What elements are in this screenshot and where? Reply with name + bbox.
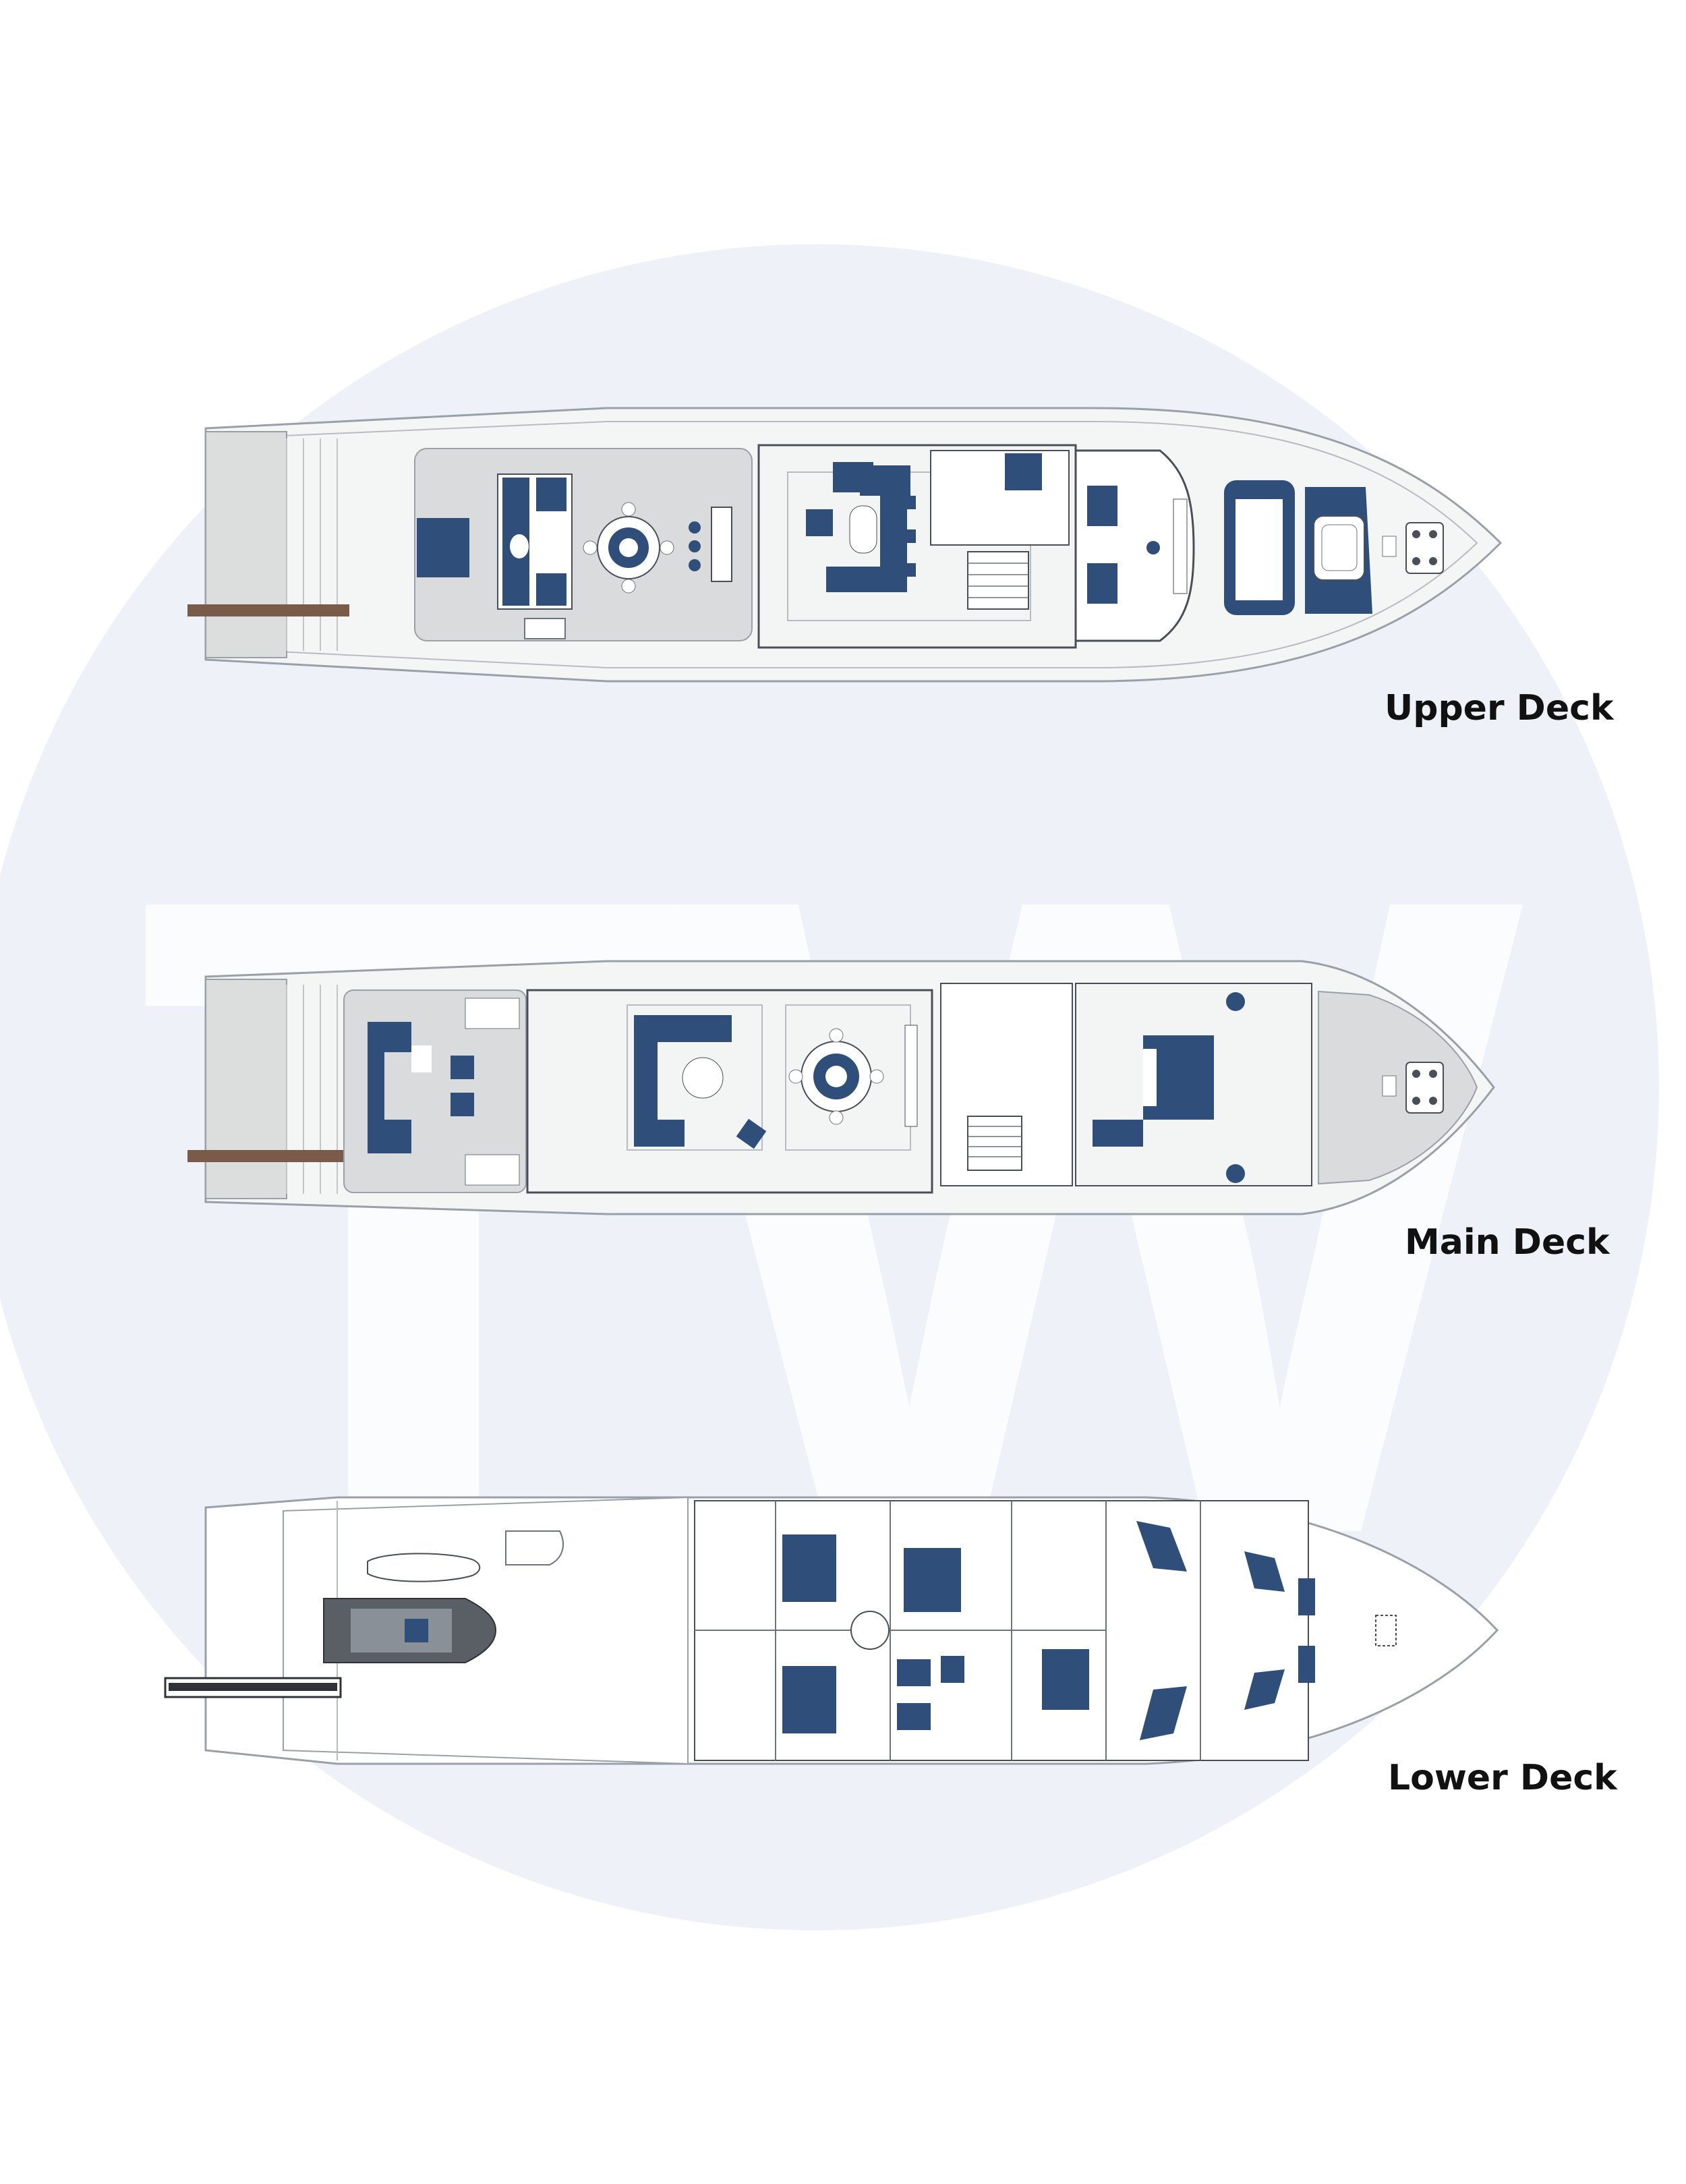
main-deck-armchair: [736, 1118, 767, 1149]
upper-deck-jacuzzi: [1313, 515, 1365, 581]
upper-deck-helm-console: [1173, 498, 1188, 594]
main-deck-stair-port: [465, 998, 520, 1029]
upper-deck-dining-table: [583, 502, 674, 594]
lower-deck-tender-seat: [405, 1619, 428, 1642]
lower-deck-cabin-4-beds: [897, 1656, 964, 1730]
main-deck-windlass: [1405, 1062, 1444, 1114]
upper-deck-stairwell: [967, 551, 1029, 610]
lower-deck-crew-bunks: [1136, 1521, 1315, 1740]
main-deck-windlass-drums: [1412, 1070, 1437, 1105]
upper-deck-helm-chair: [1146, 541, 1160, 554]
upper-deck-gangway: [187, 604, 349, 616]
lower-deck-jetski: [367, 1553, 481, 1582]
main-deck-dining-table: [788, 1028, 884, 1125]
upper-deck-label: Upper Deck: [1385, 688, 1614, 728]
upper-deck-stools: [689, 521, 701, 571]
lower-deck-cabin-2-bed: [782, 1666, 836, 1733]
upper-deck-stairwell-treads: [968, 563, 1028, 598]
upper-deck-bar: [711, 507, 732, 582]
upper-deck-galley: [930, 450, 1070, 546]
main-deck-coffee-table: [682, 1057, 724, 1099]
main-deck-aft-sofa: [368, 1022, 411, 1153]
lower-deck-bulkheads: [695, 1501, 1201, 1760]
upper-deck-aft-sofa: [497, 473, 573, 610]
main-deck-saloon-rug: [627, 1004, 763, 1151]
main-deck-hatch: [1382, 1075, 1397, 1097]
upper-deck-helm-seat-stbd: [1087, 563, 1117, 604]
main-deck-owner-sofa: [1093, 1120, 1143, 1147]
main-deck-saloon-sofa: [634, 1015, 732, 1147]
lower-deck-lobby: [850, 1611, 890, 1650]
lower-deck-plan: [164, 1496, 1499, 1765]
main-deck-stair-stbd: [465, 1154, 520, 1186]
main-deck-stairwell: [967, 1116, 1022, 1171]
main-deck-owner-pillows: [1143, 1049, 1157, 1106]
upper-deck-galley-seat: [1005, 453, 1042, 490]
lower-deck-forward-hatch: [1375, 1615, 1397, 1646]
main-deck-aft-chair-2: [450, 1093, 474, 1116]
lower-deck-crew-mess-sofa: [1042, 1649, 1089, 1710]
lower-deck-platform-rail: [169, 1683, 337, 1691]
upper-deck-lounge-sofa: [806, 462, 910, 592]
lower-deck-tender-cockpit: [351, 1609, 452, 1653]
main-deck-foredeck: [1318, 990, 1478, 1185]
upper-deck-lounge-chairs: [904, 496, 916, 577]
upper-deck-fore-table: [1236, 499, 1283, 600]
upper-deck-windlass-drums: [1412, 530, 1437, 565]
upper-deck-coffee-table: [849, 505, 877, 554]
main-deck-sideboard: [904, 1025, 918, 1127]
upper-deck-plan: [187, 407, 1503, 683]
upper-deck-jacuzzi-inner: [1321, 524, 1358, 571]
main-deck-gangway: [187, 1150, 349, 1162]
upper-deck-helm-seat-port: [1087, 486, 1117, 526]
main-deck-aft-table: [411, 1045, 432, 1072]
main-deck-label: Main Deck: [1405, 1222, 1610, 1263]
main-deck-plan: [187, 960, 1495, 1215]
upper-deck-aft-platform: [205, 431, 287, 658]
main-deck-aft-platform: [205, 979, 287, 1199]
lower-deck-garage-stair: [505, 1530, 564, 1565]
upper-deck-hatch: [1382, 536, 1397, 557]
lower-deck-cabin-3-bed: [904, 1548, 961, 1612]
main-deck-owner-chair-1: [1226, 992, 1245, 1011]
main-deck-aft-chair-1: [450, 1056, 474, 1079]
upper-deck-sunpad: [417, 518, 469, 577]
main-deck-owner-chair-2: [1226, 1164, 1245, 1183]
upper-deck-inner-rail: [222, 421, 1478, 668]
lower-deck-label: Lower Deck: [1388, 1758, 1617, 1798]
lower-deck-cabin-1-bed: [782, 1534, 836, 1602]
upper-deck-stair: [524, 618, 566, 639]
main-deck-stairwell-treads: [968, 1126, 1022, 1157]
upper-deck-windlass: [1405, 522, 1444, 574]
